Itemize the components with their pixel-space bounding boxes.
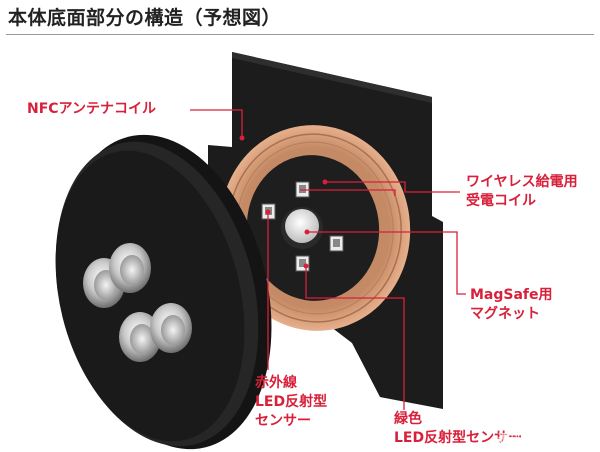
leader-dots [239,135,328,269]
bottom-cover-disk [55,134,272,450]
leader-lines [190,109,466,410]
label-green-sensor: 緑色 LED反射型センサー [394,411,523,446]
label-ir-sensor: 赤外線 LED反射型 センサー [255,375,328,429]
watermark: 週刊アスキー [498,432,564,445]
label-nfc-coil: NFCアンテナコイル [27,101,156,117]
page-title: 本体底面部分の構造（予想図） [8,7,282,29]
label-magsafe: MagSafe用 マグネット [470,287,553,322]
cover-rings [83,243,192,362]
label-wireless-coil: ワイヤレス給電用 受電コイル [466,174,578,209]
title-divider [6,34,594,35]
